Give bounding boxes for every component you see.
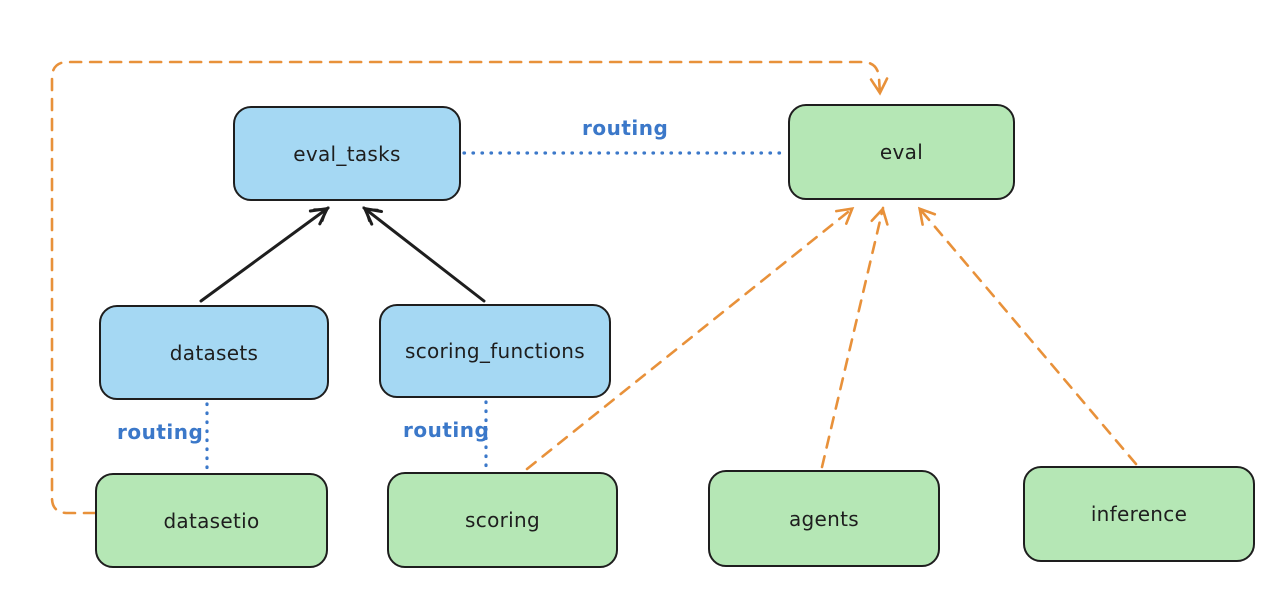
node-datasetio: datasetio: [95, 473, 328, 568]
edge-datasetio-eval: [50, 60, 889, 515]
node-inference-label: inference: [1090, 502, 1188, 526]
node-scoring-functions: scoring_functions: [379, 304, 611, 398]
node-agents: agents: [708, 470, 940, 567]
edge-label-routing-eval-tasks-eval: routing: [582, 116, 669, 140]
edge-label-routing-scoring-functions-scoring: routing: [403, 418, 490, 442]
node-scoring-label: scoring: [465, 508, 540, 532]
node-agents-label: agents: [789, 506, 859, 531]
node-datasets-label: datasets: [169, 340, 259, 365]
node-scoring-functions-label: scoring_functions: [404, 339, 586, 363]
edge-label-routing-datasets-datasetio: routing: [117, 420, 204, 444]
node-eval-label: eval: [879, 140, 924, 164]
node-datasetio-label: datasetio: [163, 508, 260, 533]
node-datasets: datasets: [99, 305, 329, 400]
node-eval-tasks: eval_tasks: [233, 106, 461, 201]
node-scoring: scoring: [387, 472, 618, 568]
edge-datasets-eval-tasks: [199, 206, 330, 303]
node-eval-tasks-label: eval_tasks: [293, 141, 401, 166]
edge-inference-eval: [917, 206, 1138, 466]
edge-agents-eval: [820, 206, 889, 469]
edge-scoring-functions-eval-tasks: [362, 206, 486, 303]
node-eval: eval: [788, 104, 1015, 200]
node-inference: inference: [1023, 466, 1255, 562]
